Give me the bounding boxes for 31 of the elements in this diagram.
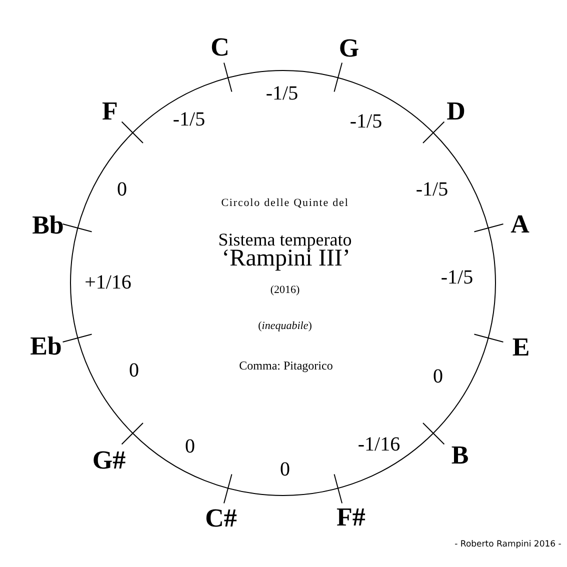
- note-name: C#: [205, 504, 237, 532]
- note-name: B: [451, 441, 469, 469]
- tempering-value: -1/5: [266, 84, 298, 104]
- note-name: G: [338, 34, 360, 62]
- tempering-value: -1/5: [350, 112, 382, 132]
- tempering-value: 0: [117, 180, 127, 200]
- note-name: G#: [92, 446, 126, 474]
- tempering-value: -1/16: [358, 434, 400, 456]
- comma-text: Comma: Pitagorico: [239, 360, 333, 372]
- note-name: F: [102, 97, 118, 125]
- tempering-value: -1/5: [440, 268, 474, 288]
- description-text: (inequabile): [258, 321, 312, 333]
- tempering-value: 0: [185, 436, 195, 458]
- heading-text: Circolo delle Quinte del: [221, 198, 349, 210]
- title-text: Sistema temperato: [218, 230, 352, 250]
- note-name: A: [510, 210, 530, 238]
- note-name: Bb: [32, 211, 64, 239]
- year-text: (2016): [270, 285, 300, 297]
- tempering-value: 0: [129, 360, 139, 382]
- note-name: Eb: [30, 332, 62, 360]
- note-name: F#: [336, 503, 366, 531]
- tempering-value: +1/16: [84, 272, 132, 294]
- tempering-value: -1/5: [416, 180, 448, 200]
- tempering-value: -1/5: [172, 110, 206, 130]
- tempering-value: 0: [280, 460, 290, 480]
- circle-of-fifths: [70, 70, 496, 496]
- note-name: D: [446, 97, 466, 125]
- author-credit: - Roberto Rampini 2016 -: [454, 540, 562, 550]
- tempering-value: 0: [433, 366, 443, 388]
- note-name: C: [210, 33, 230, 61]
- note-name: E: [512, 333, 530, 361]
